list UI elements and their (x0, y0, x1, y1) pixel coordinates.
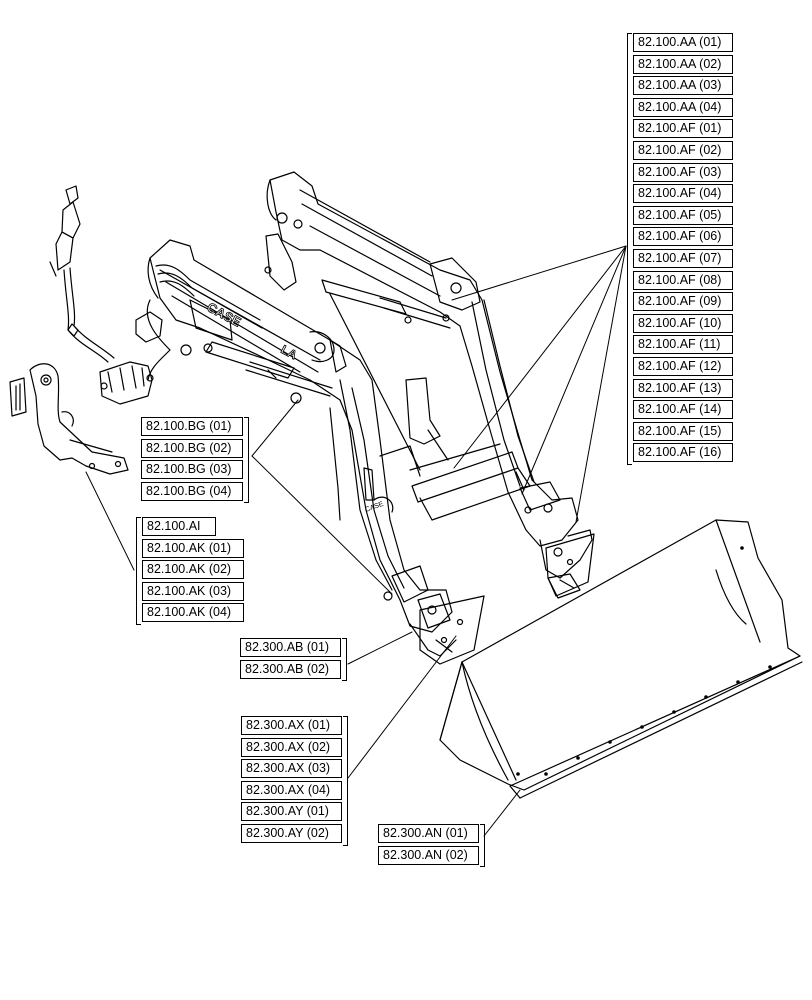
ref-label-ai-ak[interactable]: 82.100.AK (01) (142, 538, 244, 558)
ref-list-ab: 82.300.AB (01) 82.300.AB (02) (240, 638, 341, 679)
ref-label-top-right[interactable]: 82.100.AF (10) (633, 313, 733, 333)
ref-label-bg[interactable]: 82.100.BG (03) (141, 460, 243, 480)
ref-label-ax-ay[interactable]: 82.300.AX (01) (241, 716, 342, 735)
ref-label-top-right[interactable]: 82.100.AF (03) (633, 162, 733, 182)
cross-tube (329, 293, 531, 521)
ref-label-bg[interactable]: 82.100.BG (01) (141, 417, 243, 436)
ref-label-top-right[interactable]: 82.100.AA (01) (633, 33, 733, 52)
ref-label-ai-ak[interactable]: 82.100.AK (04) (142, 603, 244, 623)
ref-group-aa-af: 82.100.AA (01)82.100.AA (02)82.100.AA (0… (627, 33, 733, 465)
ref-label-top-right[interactable]: 82.100.AF (06) (633, 227, 733, 247)
ref-label-ax-ay[interactable]: 82.300.AY (02) (241, 823, 342, 843)
ref-label-ax-ay[interactable]: 82.300.AY (01) (241, 802, 342, 822)
ref-label-top-right[interactable]: 82.100.AF (08) (633, 270, 733, 290)
ref-label-top-right[interactable]: 82.100.AF (13) (633, 378, 733, 398)
ref-label-top-right[interactable]: 82.100.AA (02) (633, 54, 733, 74)
ref-label-top-right[interactable]: 82.100.AF (04) (633, 184, 733, 204)
quick-attach-plates (419, 533, 595, 665)
ref-label-bg[interactable]: 82.100.BG (04) (141, 481, 243, 501)
ref-label-top-right[interactable]: 82.100.AF (15) (633, 421, 733, 441)
ref-list-aa-af: 82.100.AA (01)82.100.AA (02)82.100.AA (0… (633, 33, 733, 463)
ref-label-bg[interactable]: 82.100.BG (02) (141, 438, 243, 458)
ref-label-top-right[interactable]: 82.100.AF (05) (633, 205, 733, 225)
ref-group-ab: 82.300.AB (01) 82.300.AB (02) (240, 638, 347, 682)
ref-label-top-right[interactable]: 82.100.AF (07) (633, 248, 733, 268)
ref-group-ax-ay: 82.300.AX (01)82.300.AX (02)82.300.AX (0… (241, 716, 348, 846)
ref-label-top-right[interactable]: 82.100.AF (14) (633, 400, 733, 420)
ref-label-ax-ay[interactable]: 82.300.AX (04) (241, 780, 342, 800)
right-boom-arm (264, 171, 593, 599)
boom-brand-decal: CASE (205, 299, 244, 329)
ref-label-ab[interactable]: 82.300.AB (01) (240, 638, 341, 657)
ref-label-ax-ay[interactable]: 82.300.AX (03) (241, 759, 342, 779)
ref-label-top-right[interactable]: 82.100.AF (09) (633, 292, 733, 312)
ref-label-ax-ay[interactable]: 82.300.AX (02) (241, 737, 342, 757)
ref-label-top-right[interactable]: 82.100.AA (03) (633, 76, 733, 96)
ref-list-an: 82.300.AN (01) 82.300.AN (02) (378, 824, 479, 865)
bucket (439, 519, 803, 799)
ref-label-ab[interactable]: 82.300.AB (02) (240, 659, 341, 679)
ref-label-ai-ak[interactable]: 82.100.AI (142, 517, 216, 536)
ref-label-top-right[interactable]: 82.100.AA (04) (633, 97, 733, 117)
ref-list-bg: 82.100.BG (01)82.100.BG (02)82.100.BG (0… (141, 417, 243, 501)
leader-lines (85, 245, 627, 837)
ref-label-ai-ak[interactable]: 82.100.AK (03) (142, 581, 244, 601)
ref-list-ax-ay: 82.300.AX (01)82.300.AX (02)82.300.AX (0… (241, 716, 342, 843)
ref-group-bg: 82.100.BG (01)82.100.BG (02)82.100.BG (0… (141, 417, 249, 504)
joystick-assembly (49, 185, 154, 405)
ref-label-top-right[interactable]: 82.100.AF (11) (633, 335, 733, 355)
ref-label-top-right[interactable]: 82.100.AF (01) (633, 119, 733, 139)
ref-label-an[interactable]: 82.300.AN (02) (378, 845, 479, 865)
ref-label-top-right[interactable]: 82.100.AF (12) (633, 356, 733, 376)
ref-label-top-right[interactable]: 82.100.AF (16) (633, 443, 733, 463)
ref-label-an[interactable]: 82.300.AN (01) (378, 824, 479, 843)
left-boom-arm (135, 239, 457, 657)
ref-group-an: 82.300.AN (01) 82.300.AN (02) (378, 824, 485, 868)
ref-label-ai-ak[interactable]: 82.100.AK (02) (142, 560, 244, 580)
mounting-bracket (9, 363, 129, 475)
ref-label-top-right[interactable]: 82.100.AF (02) (633, 140, 733, 160)
